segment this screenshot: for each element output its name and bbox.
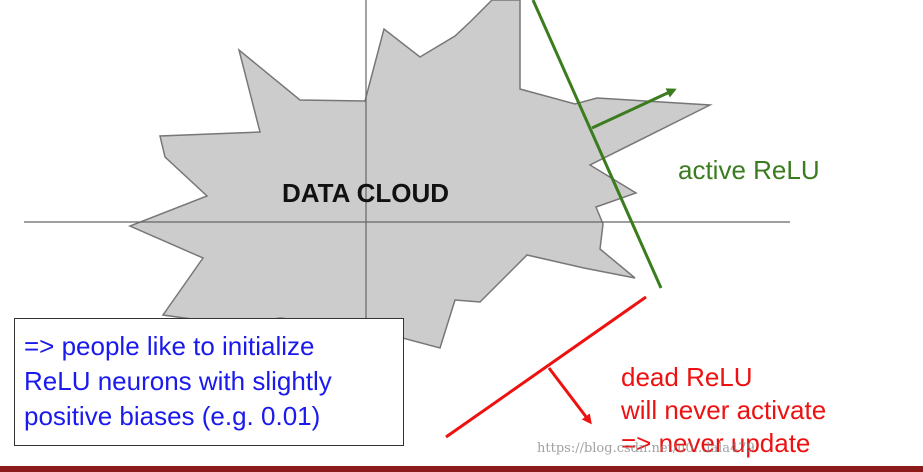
note-line-2: ReLU neurons with slightly (24, 366, 332, 396)
dead-relu-arrow (547, 367, 592, 425)
dead-relu-boundary (445, 295, 647, 439)
dead-relu-line-3: => never update (621, 428, 811, 458)
watermark-text: https://blog.csdn.net/u0...lala479 (537, 441, 755, 456)
active-relu-label: active ReLU (678, 155, 820, 185)
note-line-1: => people like to initialize (24, 331, 315, 361)
data-cloud-label: DATA CLOUD (282, 178, 450, 208)
initialization-note-box: => people like to initialize ReLU neuron… (14, 318, 404, 446)
dead-relu-caption: dead ReLU will never activate => never u… (621, 361, 826, 460)
bottom-bar (0, 466, 923, 472)
dead-relu-line-1: dead ReLU (621, 362, 753, 392)
active-relu-arrow (591, 88, 677, 130)
active-relu-boundary (531, 0, 663, 289)
dead-relu-line-2: will never activate (621, 395, 827, 425)
note-line-3: positive biases (e.g. 0.01) (24, 401, 321, 431)
data-cloud-shape (128, 0, 713, 349)
